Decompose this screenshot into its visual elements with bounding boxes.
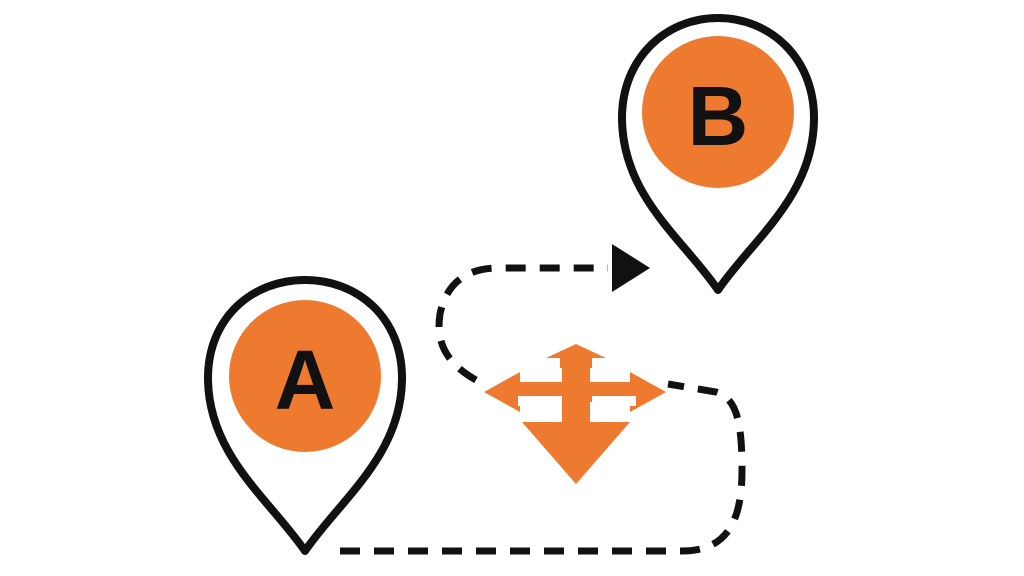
pin-a-circle <box>229 300 381 452</box>
pin-b-circle <box>642 36 794 188</box>
pin-b-label: B <box>688 69 749 163</box>
route-arrowhead-icon <box>612 244 650 292</box>
dashed-route-upper <box>435 264 608 384</box>
location-pin-b: B <box>618 14 818 294</box>
location-pin-a: A <box>204 276 406 555</box>
multi-direction-arrows-icon <box>484 344 666 484</box>
pin-a-label: A <box>275 333 336 427</box>
dashed-route-path <box>340 380 746 555</box>
